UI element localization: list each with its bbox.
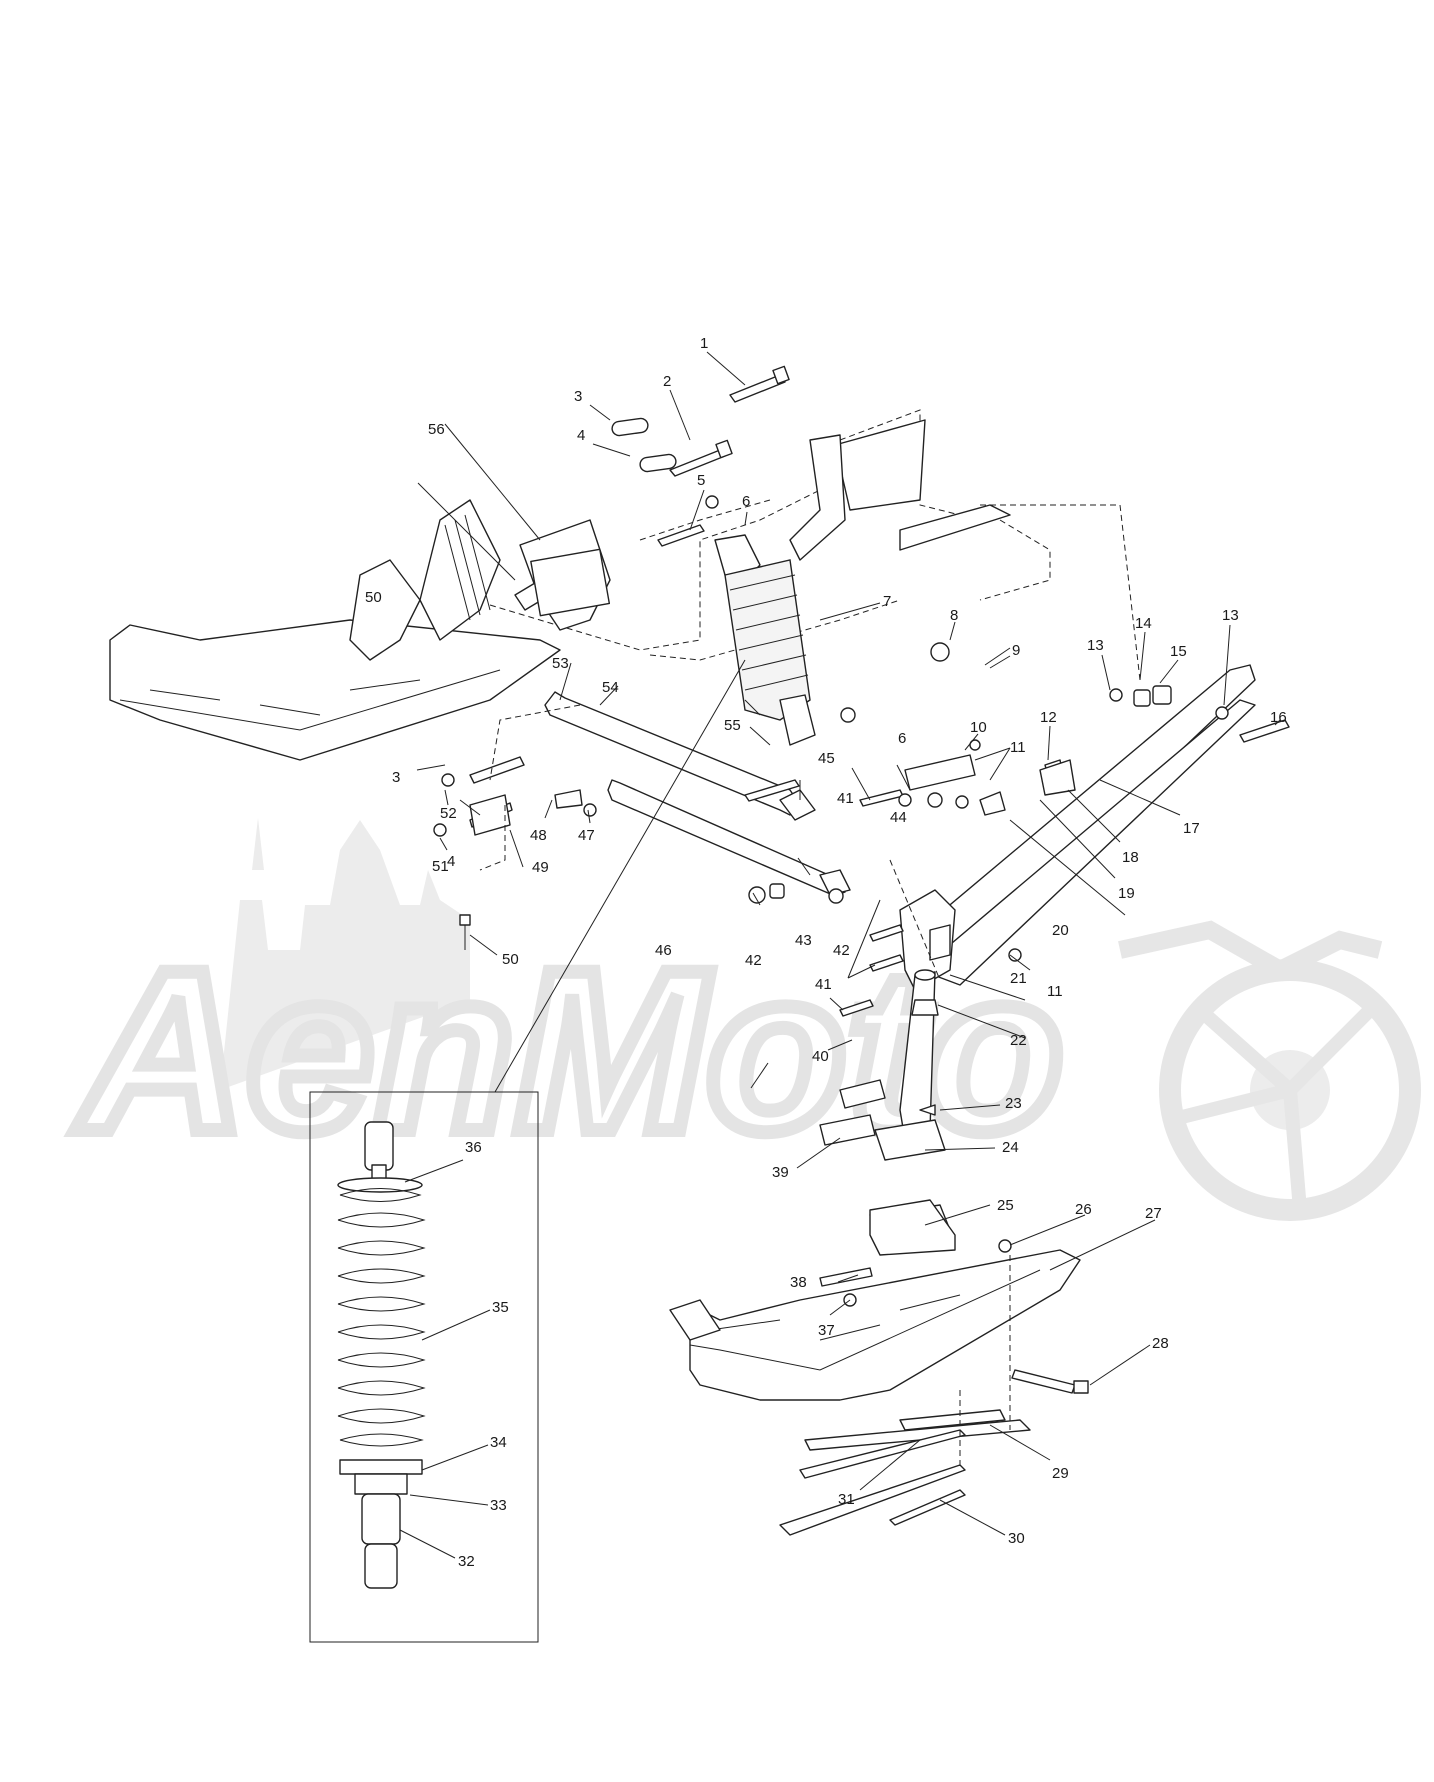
callout-44: 44 xyxy=(890,809,907,826)
callout-6-b: 6 xyxy=(898,730,906,747)
callout-6: 6 xyxy=(742,493,750,510)
bolt-1 xyxy=(729,374,786,403)
callout-22: 22 xyxy=(1010,1032,1027,1049)
callout-2: 2 xyxy=(663,373,671,390)
callout-24: 24 xyxy=(1002,1139,1019,1156)
leader-lines xyxy=(399,351,1281,1559)
callout-14: 14 xyxy=(1135,615,1152,632)
callout-18: 18 xyxy=(1122,849,1139,866)
callout-11: 11 xyxy=(1010,739,1026,756)
callout-56: 56 xyxy=(428,421,445,438)
ski-saddle xyxy=(869,1199,956,1256)
callout-42-a: 42 xyxy=(833,942,850,959)
callout-33: 33 xyxy=(490,1497,507,1514)
spindle xyxy=(819,969,946,1161)
callout-34: 34 xyxy=(490,1434,507,1451)
callout-23: 23 xyxy=(1005,1095,1022,1112)
callout-37: 37 xyxy=(818,1322,835,1339)
callout-54: 54 xyxy=(602,679,619,696)
callout-3: 3 xyxy=(574,388,582,405)
callout-8: 8 xyxy=(950,607,958,624)
right-ski xyxy=(669,1204,1081,1536)
hardware xyxy=(433,365,1290,1394)
callout-50-a: 50 xyxy=(365,589,382,606)
callout-55: 55 xyxy=(724,717,741,734)
callout-42-b: 42 xyxy=(745,952,762,969)
callout-25: 25 xyxy=(997,1197,1014,1214)
callout-13-a: 13 xyxy=(1087,637,1104,654)
callout-10: 10 xyxy=(970,719,987,736)
callout-49: 49 xyxy=(532,859,549,876)
callout-41-a: 41 xyxy=(815,976,832,993)
callout-31: 31 xyxy=(838,1491,855,1508)
callout-15: 15 xyxy=(1170,643,1187,660)
callout-16: 16 xyxy=(1270,709,1287,726)
callout-17: 17 xyxy=(1183,820,1200,837)
callout-26: 26 xyxy=(1075,1201,1092,1218)
right-shock xyxy=(714,534,816,746)
callout-5: 5 xyxy=(697,472,705,489)
callout-45: 45 xyxy=(818,750,835,767)
callout-27: 27 xyxy=(1145,1205,1162,1222)
callout-21: 21 xyxy=(1010,970,1027,987)
callout-32: 32 xyxy=(458,1553,475,1570)
frame-bulkhead xyxy=(489,409,1141,681)
callout-51: 51 xyxy=(432,858,449,875)
callout-4: 4 xyxy=(577,427,585,444)
callout-11-b: 11 xyxy=(1047,983,1063,1000)
callout-41-b: 41 xyxy=(837,790,854,807)
callout-35: 35 xyxy=(492,1299,509,1316)
callout-50-b: 50 xyxy=(502,951,519,968)
callout-47: 47 xyxy=(578,827,595,844)
callout-36: 36 xyxy=(465,1139,482,1156)
callout-43: 43 xyxy=(795,932,812,949)
callout-48: 48 xyxy=(530,827,547,844)
callout-3-b: 3 xyxy=(392,769,400,786)
callout-1: 1 xyxy=(700,335,708,352)
callout-39: 39 xyxy=(772,1164,789,1181)
callout-12: 12 xyxy=(1040,709,1057,726)
callout-28: 28 xyxy=(1152,1335,1169,1352)
watermark: AenMoto xyxy=(68,818,1421,1221)
radius-rods xyxy=(544,691,851,897)
callout-13-b: 13 xyxy=(1222,607,1239,624)
callout-30: 30 xyxy=(1008,1530,1025,1547)
trailing-arm xyxy=(899,664,1256,991)
callout-29: 29 xyxy=(1052,1465,1069,1482)
callout-46: 46 xyxy=(655,942,672,959)
callout-labels: 1 2 3 4 5 6 7 8 9 10 11 12 13 14 15 13 1… xyxy=(365,335,1287,1570)
callout-53: 53 xyxy=(552,655,569,672)
callout-40: 40 xyxy=(812,1048,829,1065)
callout-9: 9 xyxy=(1012,642,1020,659)
callout-38: 38 xyxy=(790,1274,807,1291)
shock-inset xyxy=(309,1091,539,1643)
left-ski-assembly xyxy=(109,499,611,761)
callout-20: 20 xyxy=(1052,922,1069,939)
callout-7: 7 xyxy=(883,593,891,610)
coil-spring xyxy=(337,1188,426,1447)
callout-19: 19 xyxy=(1118,885,1135,902)
callout-4-b: 4 xyxy=(447,853,455,870)
callout-52: 52 xyxy=(440,805,457,822)
